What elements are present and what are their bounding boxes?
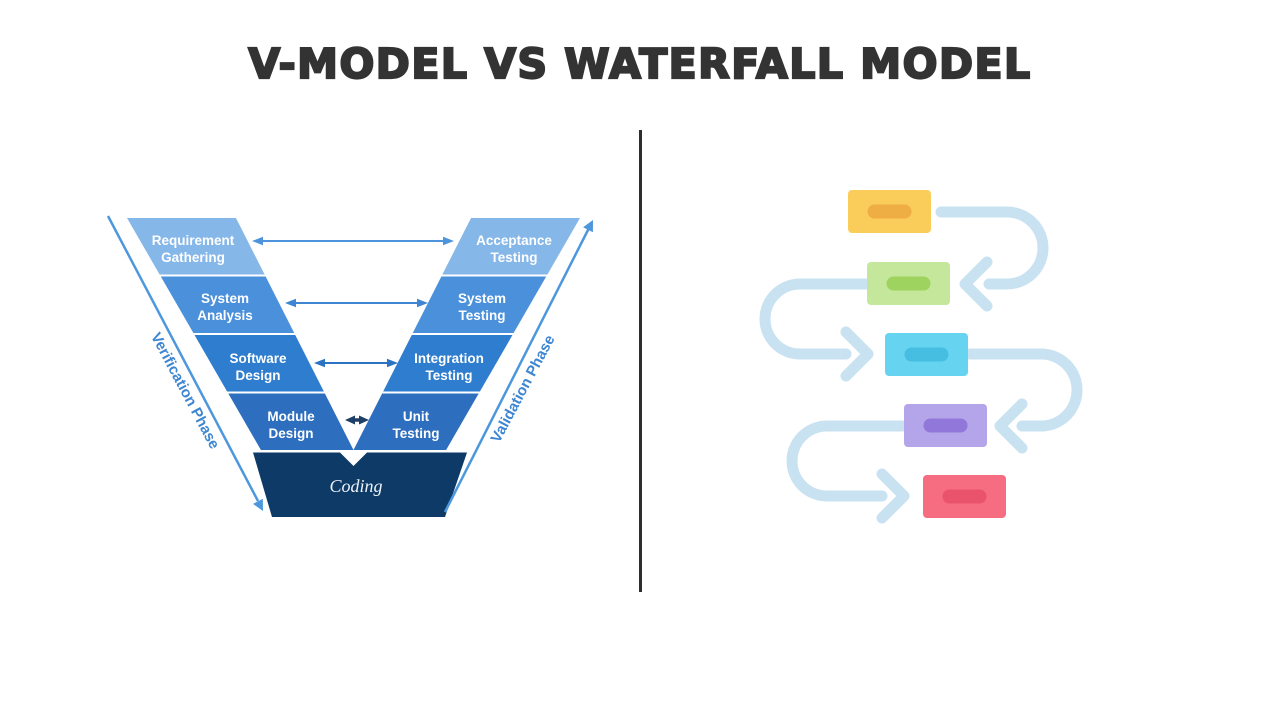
level-arrow-3 (314, 358, 398, 368)
acceptance-testing-label: Acceptance Testing (476, 233, 552, 265)
svg-text:Integration: Integration (414, 351, 484, 366)
svg-text:Testing: Testing (393, 426, 440, 441)
svg-text:Design: Design (268, 426, 313, 441)
level-arrow-1 (252, 236, 454, 246)
v-stage-software-design (194, 335, 329, 392)
svg-text:Testing: Testing (491, 250, 538, 265)
svg-text:Requirement: Requirement (152, 233, 235, 248)
waterfall-arrow-3 (964, 348, 1083, 432)
validation-phase-arrow (443, 220, 593, 513)
v-stage-integration-testing (378, 335, 513, 392)
waterfall-arrow-4-head (876, 468, 910, 524)
waterfall-arrows (759, 206, 1083, 524)
svg-text:Design: Design (235, 368, 280, 383)
coding-label: Coding (329, 476, 382, 496)
requirement-gathering-label: Requirement Gathering (152, 233, 235, 265)
waterfall-arrow-1-head (959, 256, 993, 312)
verification-phase-arrow (106, 215, 263, 511)
svg-text:Gathering: Gathering (161, 250, 225, 265)
waterfall-step-2 (867, 262, 950, 305)
waterfall-arrow-2-head (840, 326, 874, 382)
v-stage-unit-testing (346, 393, 479, 450)
software-design-label: Software Design (229, 351, 287, 383)
v-stage-system-testing (409, 276, 547, 333)
waterfall-arrow-1 (935, 206, 1049, 290)
svg-text:System: System (201, 291, 249, 306)
svg-text:Testing: Testing (426, 368, 473, 383)
v-stage-acceptance-testing (440, 218, 580, 275)
v-stage-coding (253, 452, 467, 517)
v-model-diagram: Verification Phase Validation Phase Requ… (106, 215, 593, 517)
system-analysis-label: System Analysis (197, 291, 253, 323)
svg-text:Acceptance: Acceptance (476, 233, 552, 248)
svg-text:Testing: Testing (459, 308, 506, 323)
step-4-pill (923, 418, 968, 433)
divider-line (639, 130, 642, 592)
step-5-pill (942, 489, 987, 504)
waterfall-arrow-3-head (994, 398, 1028, 454)
waterfall-step-1 (848, 190, 931, 233)
svg-text:Module: Module (267, 409, 315, 424)
waterfall-step-5 (923, 475, 1006, 518)
level-arrow-4 (345, 415, 369, 425)
waterfall-arrow-2 (759, 278, 872, 360)
module-design-label: Module Design (267, 409, 315, 441)
integration-testing-label: Integration Testing (414, 351, 484, 383)
v-stage-requirement-gathering (127, 218, 267, 275)
waterfall-step-3 (885, 333, 968, 376)
svg-text:Software: Software (229, 351, 287, 366)
waterfall-step-4 (904, 404, 987, 447)
svg-text:Analysis: Analysis (197, 308, 253, 323)
unit-testing-label: Unit Testing (393, 409, 440, 441)
waterfall-diagram (759, 190, 1083, 524)
page-title: V-MODEL VS WATERFALL MODEL (247, 39, 1032, 89)
coding-notch (340, 452, 367, 466)
step-1-pill (867, 204, 912, 219)
level-arrow-2 (285, 298, 428, 308)
step-3-pill (904, 347, 949, 362)
step-2-pill (886, 276, 931, 291)
v-stage-module-design (228, 393, 361, 450)
waterfall-arrow-4 (786, 420, 908, 502)
svg-text:Unit: Unit (403, 409, 430, 424)
v-inner-gap (236, 218, 471, 450)
v-stage-system-analysis (160, 276, 298, 333)
svg-text:System: System (458, 291, 506, 306)
system-testing-label: System Testing (458, 291, 506, 323)
